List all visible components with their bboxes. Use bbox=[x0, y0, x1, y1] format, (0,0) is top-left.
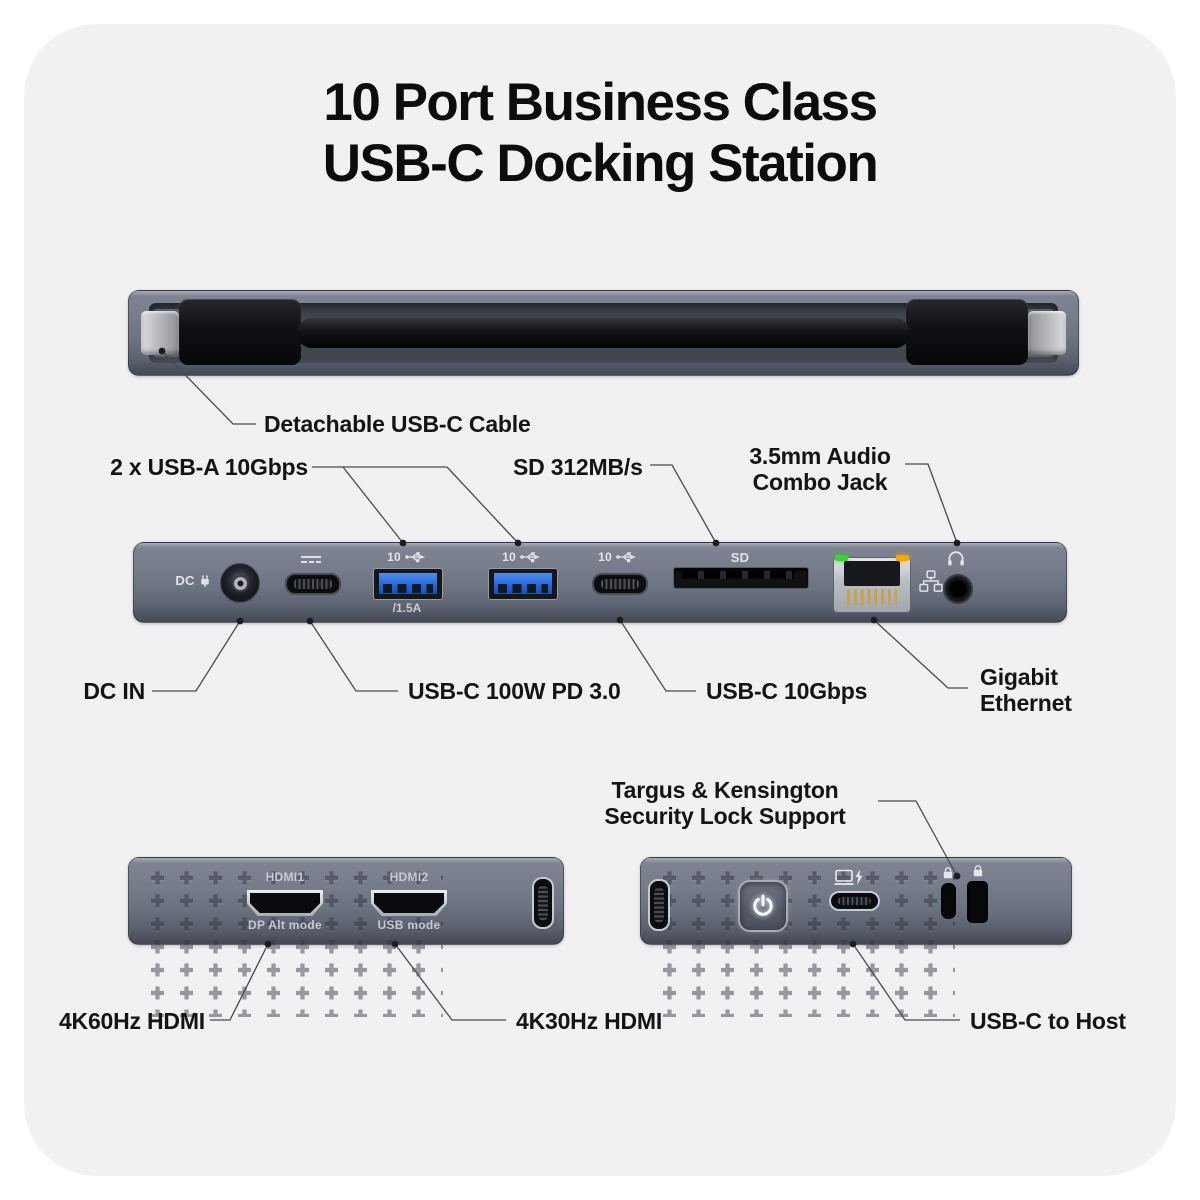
usb-c-plug-tip-left bbox=[141, 311, 179, 355]
sd-marking: SD bbox=[730, 550, 750, 565]
dock-top-view bbox=[128, 290, 1079, 376]
headphones-icon bbox=[948, 551, 964, 566]
usb-trident-icon bbox=[616, 552, 636, 563]
hdmi2-mode-label: USB mode bbox=[377, 918, 441, 932]
callout-usb-c-pd: USB-C 100W PD 3.0 bbox=[408, 678, 621, 704]
callout-security-line2: Security Lock Support bbox=[604, 803, 846, 829]
lock-icon bbox=[973, 865, 983, 877]
usb-trident-icon bbox=[405, 552, 425, 563]
callout-hdmi-4k30: 4K30Hz HDMI bbox=[516, 1008, 663, 1034]
callout-usb-c-host: USB-C to Host bbox=[970, 1008, 1126, 1034]
usb-a1-insert bbox=[379, 573, 437, 594]
hdmi1-mode-label: DP Alt mode bbox=[248, 918, 322, 932]
dc-in-jack bbox=[220, 563, 260, 603]
laptop-charge-icon bbox=[834, 869, 863, 885]
hdmi2-port bbox=[371, 890, 447, 916]
usb-c-cable bbox=[297, 318, 910, 348]
callout-ethernet-line2: Ethernet bbox=[980, 690, 1072, 716]
vent-plus-texture bbox=[143, 867, 443, 1017]
title-line-2: USB-C Docking Station bbox=[322, 134, 879, 194]
usb-c-edge-port bbox=[648, 879, 670, 931]
usb-a-port-1 bbox=[373, 568, 443, 600]
kensington-lock-slot bbox=[967, 881, 988, 923]
usb-a-port-2 bbox=[488, 568, 558, 600]
dc-plug-icon bbox=[200, 575, 209, 587]
usb-c-speed-text: 10 bbox=[598, 550, 612, 564]
sd-card-slot bbox=[673, 567, 809, 589]
usb-a2-speed-text: 10 bbox=[502, 550, 516, 564]
usb-c-plug-tip-right bbox=[1028, 311, 1066, 355]
callout-ethernet: Gigabit Ethernet bbox=[980, 664, 1072, 716]
dc-label-text: DC bbox=[175, 573, 195, 588]
dock-hdmi-side-view: HDMI1 DP Alt mode HDMI2 USB mode bbox=[128, 857, 564, 1017]
usb-c-pd-port bbox=[285, 573, 341, 595]
audio-combo-jack bbox=[943, 574, 973, 604]
ethernet-led-amber bbox=[896, 555, 909, 561]
usb-a1-current-label: /1.5A bbox=[392, 601, 422, 615]
usb-trident-icon bbox=[520, 552, 540, 563]
usb-a2-insert bbox=[494, 573, 552, 594]
callout-detachable-cable: Detachable USB-C Cable bbox=[264, 411, 531, 437]
hdmi1-port bbox=[247, 890, 323, 916]
callout-security-line1: Targus & Kensington bbox=[611, 777, 839, 803]
dc-voltage-icon bbox=[301, 556, 321, 563]
callout-usb-a: 2 x USB-A 10Gbps bbox=[110, 454, 308, 480]
lock-icon bbox=[943, 867, 953, 879]
callout-hdmi-4k60: 4K60Hz HDMI bbox=[58, 1008, 205, 1034]
usb-c-plug-left bbox=[179, 299, 301, 365]
callout-dc-in: DC IN bbox=[83, 678, 145, 704]
ethernet-led-green bbox=[835, 555, 848, 561]
callout-sd: SD 312MB/s bbox=[513, 454, 643, 480]
title-line-1: 10 Port Business Class bbox=[323, 73, 878, 132]
usb-c-plug-right bbox=[906, 299, 1028, 365]
hdmi2-name-label: HDMI2 bbox=[389, 870, 429, 884]
usb-c-10g-port bbox=[592, 573, 648, 595]
dock-host-side-view bbox=[640, 857, 1072, 1017]
network-icon bbox=[919, 570, 943, 592]
usb-a2-marking: 10 bbox=[492, 550, 552, 564]
usb-c-host-port bbox=[829, 891, 880, 911]
power-button[interactable] bbox=[738, 880, 788, 932]
page-title: 10 Port Business Class USB-C Docking Sta… bbox=[0, 72, 1200, 195]
callout-audio: 3.5mm Audio Combo Jack bbox=[730, 443, 910, 495]
callout-ethernet-line1: Gigabit bbox=[980, 664, 1058, 690]
ethernet-port-pins bbox=[847, 589, 897, 605]
usb-c-10g-marking: 10 bbox=[588, 550, 648, 564]
dock-front-view: DC 10 /1.5A 10 bbox=[133, 542, 1067, 623]
usb-a1-marking: 10 bbox=[377, 550, 437, 564]
usb-c-edge-port bbox=[532, 877, 554, 929]
ethernet-port bbox=[833, 555, 911, 613]
usb-a1-speed-text: 10 bbox=[387, 550, 401, 564]
callout-audio-line2: Combo Jack bbox=[752, 469, 888, 495]
vent-plus-texture bbox=[655, 867, 955, 1017]
ethernet-port-cavity bbox=[844, 561, 900, 586]
targus-lock-slot bbox=[941, 883, 956, 919]
power-icon bbox=[753, 894, 773, 916]
dc-port-label: DC bbox=[164, 573, 224, 588]
callout-audio-line1: 3.5mm Audio bbox=[749, 443, 891, 469]
callout-usb-c-10g: USB-C 10Gbps bbox=[706, 678, 868, 704]
hdmi1-name-label: HDMI1 bbox=[265, 870, 305, 884]
callout-security-lock: Targus & Kensington Security Lock Suppor… bbox=[575, 777, 875, 829]
